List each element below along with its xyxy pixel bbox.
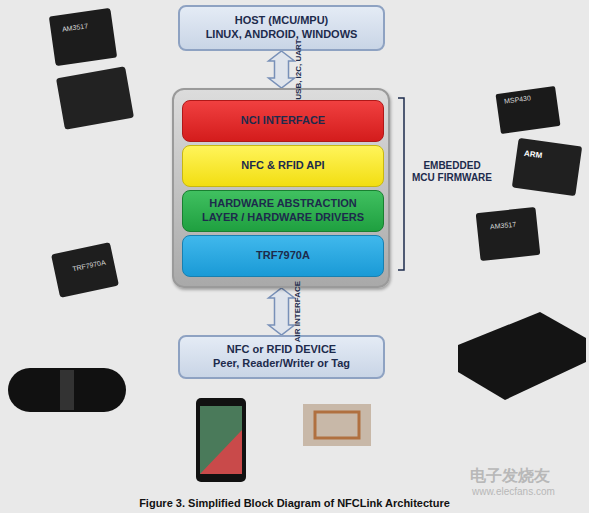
node-text: NFC or RFID DEVICE xyxy=(227,343,336,357)
edge-label: AIR INTERFACE xyxy=(293,281,302,342)
double-arrow xyxy=(269,51,295,88)
tablet-image xyxy=(196,398,246,482)
watermark: www.elecfans.com xyxy=(472,486,555,497)
chip-image xyxy=(49,8,134,298)
figure-caption: Figure 3. Simplified Block Diagram of NF… xyxy=(0,497,589,509)
layer-band: NFC & RFID API xyxy=(182,145,384,187)
layer-band: NCI INTERFACE xyxy=(182,100,384,142)
bracket-label: EMBEDDED MCU FIRMWARE xyxy=(412,160,492,184)
node-text: NCI INTERFACE xyxy=(231,114,335,128)
node-text: HOST (MCU/MPU) xyxy=(235,14,329,28)
speaker-image xyxy=(8,368,126,412)
node-text: LINUX, ANDROID, WINDOWS xyxy=(206,28,358,42)
speaker-image xyxy=(60,370,74,410)
firmware-stack: NCI INTERFACE NFC & RFID API HARDWARE ABST… xyxy=(172,88,390,288)
layer-band: HARDWARE ABSTRACTION LAYER / HARDWARE DR… xyxy=(182,190,384,232)
double-arrow xyxy=(269,288,295,335)
node-text: HARDWARE ABSTRACTION LAYER / HARDWARE DR… xyxy=(183,197,383,225)
node-text: NFC & RFID API xyxy=(231,159,334,173)
node-text: TRF7970A xyxy=(246,249,320,263)
edge-label: USB, I2C, UART xyxy=(293,39,302,99)
device-box: HOST (MCU/MPU)LINUX, ANDROID, WINDOWS xyxy=(178,5,385,51)
tag-image xyxy=(315,412,359,438)
router-image xyxy=(458,312,586,400)
node-text: Peer, Reader/Writer or Tag xyxy=(213,357,350,371)
device-box: NFC or RFID DEVICEPeer, Reader/Writer or… xyxy=(178,335,385,379)
tag-image xyxy=(303,404,371,446)
watermark: 电子发烧友 xyxy=(470,466,550,487)
tablet-image xyxy=(200,430,242,474)
layer-band: TRF7970A xyxy=(182,235,384,277)
bracket xyxy=(398,98,404,270)
tablet-image xyxy=(200,406,242,474)
